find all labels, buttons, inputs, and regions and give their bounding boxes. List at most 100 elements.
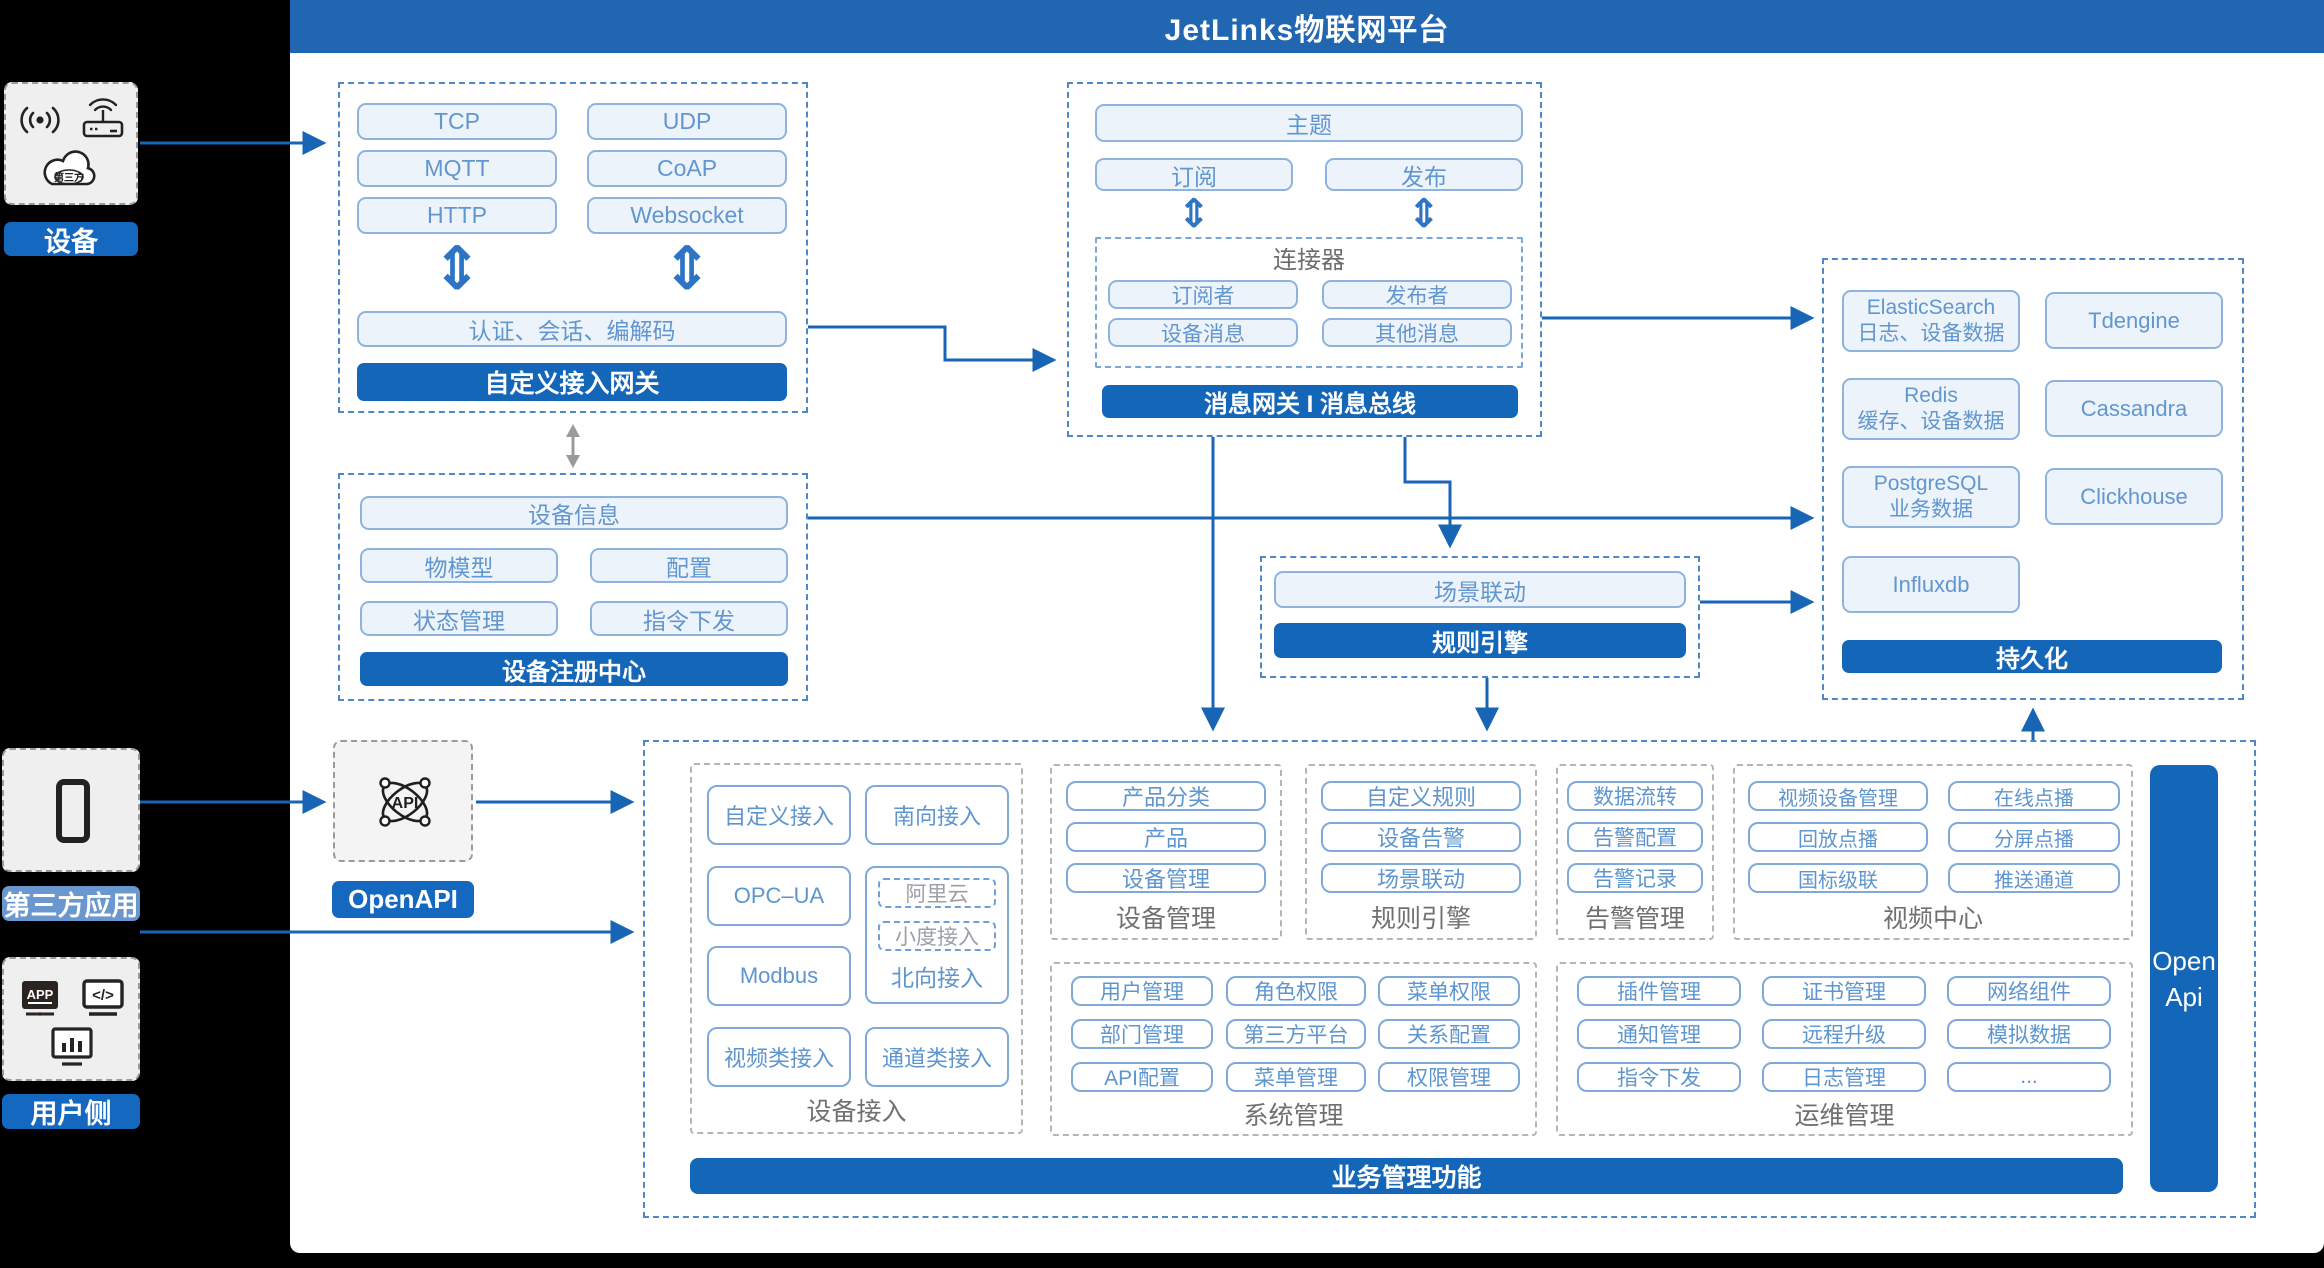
item-notify-mgmt: 通知管理 bbox=[1577, 1019, 1741, 1049]
access-modbus: Modbus bbox=[707, 946, 851, 1006]
updown-arrow-icon: ⇕ bbox=[1177, 191, 1211, 237]
persistence-bar: 持久化 bbox=[1842, 640, 2222, 673]
item-user-mgmt: 用户管理 bbox=[1071, 976, 1213, 1006]
config-box: 配置 bbox=[590, 548, 788, 583]
other-message-box: 其他消息 bbox=[1322, 318, 1512, 347]
item-custom-rule: 自定义规则 bbox=[1321, 781, 1521, 811]
access-opcua: OPC–UA bbox=[707, 866, 851, 926]
item-live-play: 在线点播 bbox=[1948, 781, 2120, 811]
item-device-alarm: 设备告警 bbox=[1321, 822, 1521, 852]
db-tdengine: Tdengine bbox=[2045, 292, 2223, 349]
protocol-http: HTTP bbox=[357, 197, 557, 234]
device-access-label: 设备接入 bbox=[806, 1098, 907, 1126]
app-icon: APP bbox=[22, 981, 58, 1016]
item-role-perm: 角色权限 bbox=[1226, 976, 1366, 1006]
item-push-channel: 推送通道 bbox=[1948, 863, 2120, 893]
updown-arrow-icon: ⇕ bbox=[661, 234, 713, 304]
db-redis: Redis 缓存、设备数据 bbox=[1842, 378, 2020, 440]
db-clickhouse: Clickhouse bbox=[2045, 468, 2223, 525]
db-cassandra: Cassandra bbox=[2045, 380, 2223, 437]
item-network-comp: 网络组件 bbox=[1947, 976, 2111, 1006]
openapi-icon-box: API bbox=[333, 740, 473, 862]
api-atom-icon: API bbox=[379, 777, 431, 827]
message-bus-container bbox=[1067, 82, 1542, 437]
router-icon bbox=[82, 98, 124, 138]
access-aliyun: 阿里云 bbox=[878, 878, 996, 908]
thing-model-box: 物模型 bbox=[360, 548, 558, 583]
connector-title: 连接器 bbox=[1273, 246, 1345, 274]
item-gb-cascade: 国标级联 bbox=[1748, 863, 1928, 893]
video-label: 视频中心 bbox=[1882, 905, 1983, 933]
item-playback: 回放点播 bbox=[1748, 822, 1928, 852]
topic-box: 主题 bbox=[1095, 104, 1523, 142]
rule-engine-bar: 规则引擎 bbox=[1274, 623, 1686, 658]
protocol-websocket: Websocket bbox=[587, 197, 787, 234]
ops-mgmt-label: 运维管理 bbox=[1794, 1102, 1895, 1130]
protocol-tcp: TCP bbox=[357, 103, 557, 140]
item-cert-mgmt: 证书管理 bbox=[1762, 976, 1926, 1006]
item-menu-perm: 菜单权限 bbox=[1378, 976, 1520, 1006]
state-mgmt-box: 状态管理 bbox=[360, 601, 558, 636]
item-product: 产品 bbox=[1066, 822, 1266, 852]
access-xiaodu: 小度接入 bbox=[878, 921, 996, 951]
alarm-label: 告警管理 bbox=[1584, 905, 1685, 933]
updown-arrow-icon: ⇕ bbox=[431, 234, 483, 304]
device-mgmt-label: 设备管理 bbox=[1115, 905, 1216, 933]
protocol-coap: CoAP bbox=[587, 150, 787, 187]
item-scene-linkage: 场景联动 bbox=[1321, 863, 1521, 893]
open-api-vertical-bar: Open Api bbox=[2150, 765, 2218, 1192]
third-party-app-icon-box bbox=[2, 748, 140, 872]
custom-gateway-bar: 自定义接入网关 bbox=[357, 363, 787, 401]
item-log-mgmt: 日志管理 bbox=[1762, 1062, 1926, 1092]
openapi-label: OpenAPI bbox=[332, 881, 474, 918]
item-more: ... bbox=[1947, 1062, 2111, 1092]
subscriber-box: 订阅者 bbox=[1108, 280, 1298, 309]
device-message-box: 设备消息 bbox=[1108, 318, 1298, 347]
item-split-screen: 分屏点播 bbox=[1948, 822, 2120, 852]
codec-box: 认证、会话、编解码 bbox=[357, 311, 787, 347]
db-elasticsearch: ElasticSearch 日志、设备数据 bbox=[1842, 290, 2020, 352]
item-video-device-mgmt: 视频设备管理 bbox=[1748, 781, 1928, 811]
custom-gateway-container bbox=[338, 82, 808, 413]
item-menu-mgmt: 菜单管理 bbox=[1226, 1062, 1366, 1092]
access-northbound-label: 北向接入 bbox=[891, 965, 983, 991]
page-title: JetLinks物联网平台 bbox=[1164, 13, 1450, 47]
db-postgresql: PostgreSQL 业务数据 bbox=[1842, 466, 2020, 528]
access-custom: 自定义接入 bbox=[707, 785, 851, 845]
item-alarm-record: 告警记录 bbox=[1567, 863, 1703, 893]
user-side-icon-box: APP </> bbox=[2, 957, 140, 1081]
item-dept-mgmt: 部门管理 bbox=[1071, 1019, 1213, 1049]
protocol-mqtt: MQTT bbox=[357, 150, 557, 187]
device-registry-bar: 设备注册中心 bbox=[360, 652, 788, 686]
device-registry-container bbox=[338, 473, 808, 701]
phone-icon bbox=[56, 779, 90, 843]
item-alarm-config: 告警配置 bbox=[1567, 822, 1703, 852]
access-video: 视频类接入 bbox=[707, 1027, 851, 1087]
api-icon-text: API bbox=[392, 795, 419, 812]
rule-engine-mid-container bbox=[1260, 556, 1700, 678]
item-plugin-mgmt: 插件管理 bbox=[1577, 976, 1741, 1006]
publish-box: 发布 bbox=[1325, 158, 1523, 191]
sidebar-label-third-party: 第三方应用 bbox=[2, 886, 140, 921]
third-party-cloud-icon: 第三方 bbox=[43, 150, 96, 186]
publisher-box: 发布者 bbox=[1322, 280, 1512, 309]
item-mock-data: 模拟数据 bbox=[1947, 1019, 2111, 1049]
item-data-flow: 数据流转 bbox=[1567, 781, 1703, 811]
item-device-mgmt: 设备管理 bbox=[1066, 863, 1266, 893]
rule-engine-label: 规则引擎 bbox=[1370, 905, 1471, 933]
business-container bbox=[643, 740, 2256, 1218]
item-perm-mgmt: 权限管理 bbox=[1378, 1062, 1520, 1092]
sidebar-label-device: 设备 bbox=[4, 222, 138, 257]
command-dispatch-box: 指令下发 bbox=[590, 601, 788, 636]
connector-container bbox=[1095, 237, 1523, 368]
access-channel: 通道类接入 bbox=[865, 1027, 1009, 1087]
protocol-udp: UDP bbox=[587, 103, 787, 140]
subscribe-box: 订阅 bbox=[1095, 158, 1293, 191]
updown-arrow-icon: ⇕ bbox=[1407, 191, 1441, 237]
item-third-platform: 第三方平台 bbox=[1226, 1019, 1366, 1049]
system-mgmt-label: 系统管理 bbox=[1243, 1102, 1344, 1130]
access-southbound: 南向接入 bbox=[865, 785, 1009, 845]
db-influxdb: Influxdb bbox=[1842, 556, 2020, 613]
device-info-box: 设备信息 bbox=[360, 496, 788, 530]
app-icon-text: APP bbox=[27, 987, 54, 1002]
